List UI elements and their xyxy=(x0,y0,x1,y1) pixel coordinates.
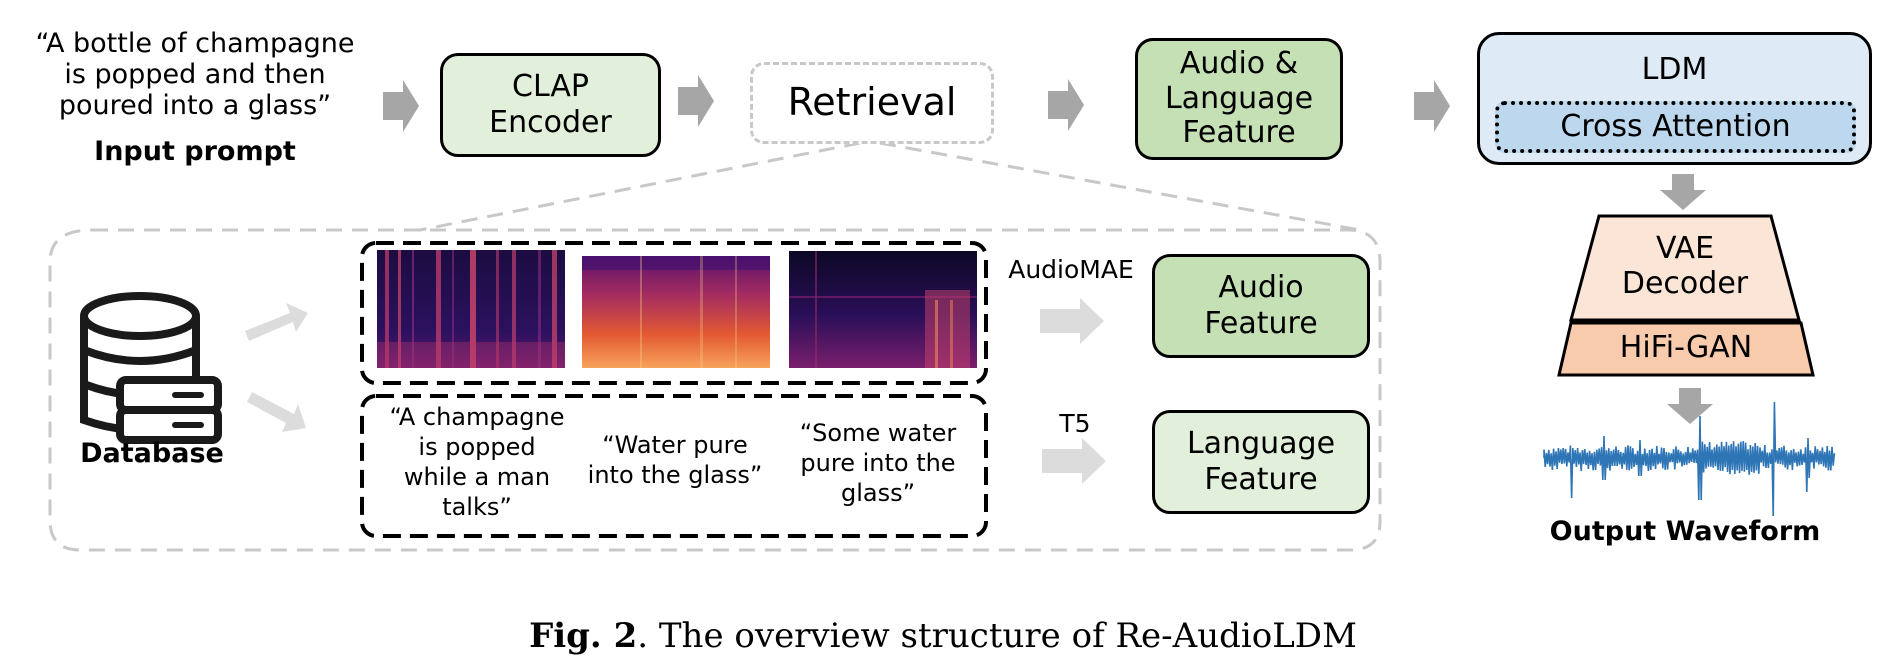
figure-number: Fig. 2 xyxy=(529,616,638,656)
clap-encoder-block: CLAP Encoder xyxy=(440,53,661,157)
spectrogram-2 xyxy=(582,256,770,368)
hifigan-shape xyxy=(1557,321,1815,377)
t5-label: T5 xyxy=(1059,409,1091,438)
database-icon-lights xyxy=(172,392,204,428)
caption-group-outline xyxy=(360,394,988,538)
vae-decoder-label: VAE Decoder xyxy=(1621,231,1749,301)
flow-arrows xyxy=(383,75,1713,424)
retrieved-caption-2: “Water pure into the glass” xyxy=(587,431,763,489)
spectrogram-1 xyxy=(377,250,565,368)
ldm-label: LDM xyxy=(1641,52,1708,87)
retrieved-caption-1: “A champagne is popped while a man talks… xyxy=(389,403,565,521)
input-prompt-label: Input prompt xyxy=(94,136,296,167)
database-label: Database xyxy=(80,438,224,469)
spectrogram-group-outline xyxy=(360,241,988,385)
spectrogram-3 xyxy=(789,251,977,368)
database-arrows xyxy=(245,298,1106,484)
input-prompt-quote: “A bottle of champagne is popped and the… xyxy=(35,28,355,122)
audio-language-feature-block: Audio & Language Feature xyxy=(1135,38,1343,160)
audio-feature-block: Audio Feature xyxy=(1152,254,1370,358)
cross-attention-block: Cross Attention xyxy=(1495,101,1856,153)
retrieved-caption-3: “Some water pure into the glass” xyxy=(799,419,957,507)
retrieval-funnel-right xyxy=(879,141,1361,232)
retrieval-region-outline xyxy=(48,228,1382,552)
audiomae-label: AudioMAE xyxy=(1008,255,1134,284)
database-icon xyxy=(80,292,222,444)
output-waveform-label: Output Waveform xyxy=(1549,516,1821,547)
output-waveform xyxy=(1543,401,1836,517)
retrieval-block: Retrieval xyxy=(750,62,994,144)
vae-decoder-shape xyxy=(1569,214,1801,322)
figure-caption: Fig. 2. The overview structure of Re-Aud… xyxy=(0,616,1886,656)
vae-decoder-block: VAE Decoder xyxy=(1569,214,1801,322)
hifigan-block: HiFi-GAN xyxy=(1557,321,1815,377)
hifigan-label: HiFi-GAN xyxy=(1619,330,1753,365)
language-feature-block: Language Feature xyxy=(1152,410,1370,514)
figure-caption-text: . The overview structure of Re-AudioLDM xyxy=(637,616,1357,656)
retrieval-funnel-left xyxy=(419,141,861,232)
